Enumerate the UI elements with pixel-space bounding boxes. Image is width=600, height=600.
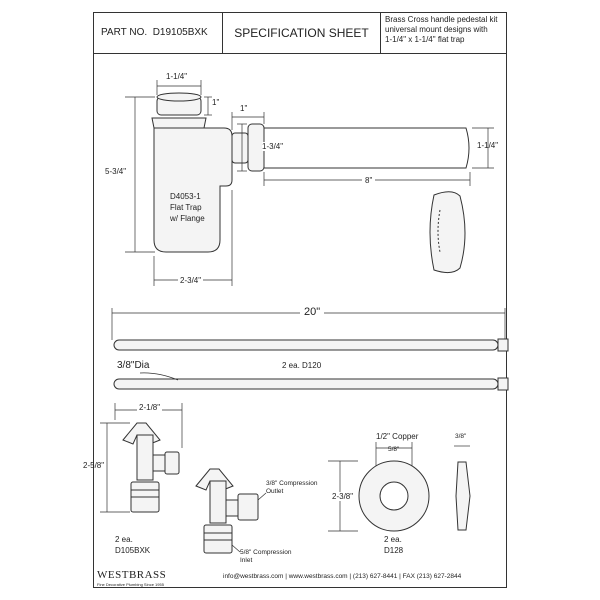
dim-bottom-width: 2-3/4" bbox=[178, 276, 204, 285]
trap-dimensions bbox=[125, 80, 494, 286]
trap-label-line: w/ Flange bbox=[170, 214, 205, 223]
flange-dim-thickness: 3/8" bbox=[455, 433, 467, 440]
valve-qty: 2 ea. bbox=[115, 535, 133, 544]
header: PART NO. D19105BXK SPECIFICATION SHEET B… bbox=[93, 12, 507, 54]
page-title: SPECIFICATION SHEET bbox=[234, 25, 369, 40]
contact-info: info@westbrass.com | www.westbrass.com |… bbox=[223, 573, 462, 580]
valve-dim-height: 2-5/8" bbox=[83, 461, 105, 470]
dim-top-width: 1-1/4" bbox=[166, 72, 188, 81]
inlet-label-2: Inlet bbox=[240, 557, 253, 564]
part-no-value: D19105BXK bbox=[152, 27, 208, 38]
description-line: universal mount designs with bbox=[385, 25, 488, 34]
outlet-label-2: Outlet bbox=[266, 488, 284, 495]
footer: WESTBRASS Fine Decorative Plumbing Since… bbox=[93, 566, 507, 588]
part-no-label: PART NO. bbox=[101, 27, 148, 38]
brand-tagline: Fine Decorative Plumbing Since 1955 bbox=[97, 582, 164, 587]
valve-part: D105BXK bbox=[115, 546, 151, 555]
sheet-frame bbox=[93, 12, 507, 588]
flange-qty: 2 ea. bbox=[384, 535, 402, 544]
flange-drawing bbox=[328, 442, 471, 532]
dim-height: 5-3/4" bbox=[105, 167, 127, 176]
valve-dim-width: 2-1/8" bbox=[137, 403, 163, 412]
supply-qty: 2 ea. D120 bbox=[282, 361, 322, 370]
dim-cap: 1" bbox=[212, 98, 220, 107]
flat-trap-drawing bbox=[151, 92, 470, 274]
part-number-cell: PART NO. D19105BXK bbox=[93, 12, 223, 53]
valve-drawing-1 bbox=[122, 422, 180, 513]
supply-diameter: 3/8"Dia bbox=[117, 360, 150, 371]
supply-length: 20" bbox=[300, 306, 325, 318]
dim-arm-height: 1-3/4" bbox=[262, 142, 284, 151]
inlet-label-1: 5/8" Compression bbox=[240, 549, 292, 556]
description-line: Brass Cross handle pedestal kit bbox=[385, 15, 498, 24]
trap-label-line: Flat Trap bbox=[170, 203, 202, 212]
dim-arm-offset: 1" bbox=[240, 104, 248, 113]
trap-label: D4053-1 Flat Trap w/ Flange bbox=[170, 191, 205, 224]
description-line: 1-1/4" x 1-1/4" flat trap bbox=[385, 35, 465, 44]
flange-part: D128 bbox=[384, 546, 404, 555]
title-cell: SPECIFICATION SHEET bbox=[223, 12, 381, 53]
flange-dim-outer: 2-3/8" bbox=[332, 492, 354, 501]
dim-arm-length: 8" bbox=[362, 176, 376, 185]
dim-pipe-dia: 1-1/4" bbox=[477, 141, 499, 150]
supply-tubes bbox=[111, 308, 509, 391]
outlet-label-1: 3/8" Compression bbox=[266, 480, 318, 487]
description-cell: Brass Cross handle pedestal kit universa… bbox=[381, 12, 507, 53]
flange-dim-copper: 1/2" Copper bbox=[376, 432, 419, 441]
brand-logo: WESTBRASS bbox=[97, 569, 167, 581]
valve-drawing-2 bbox=[195, 468, 259, 554]
valve-dimensions bbox=[100, 403, 267, 553]
trap-label-line: D4053-1 bbox=[170, 192, 201, 201]
flange-dim-inner: 5/8" bbox=[388, 446, 400, 453]
